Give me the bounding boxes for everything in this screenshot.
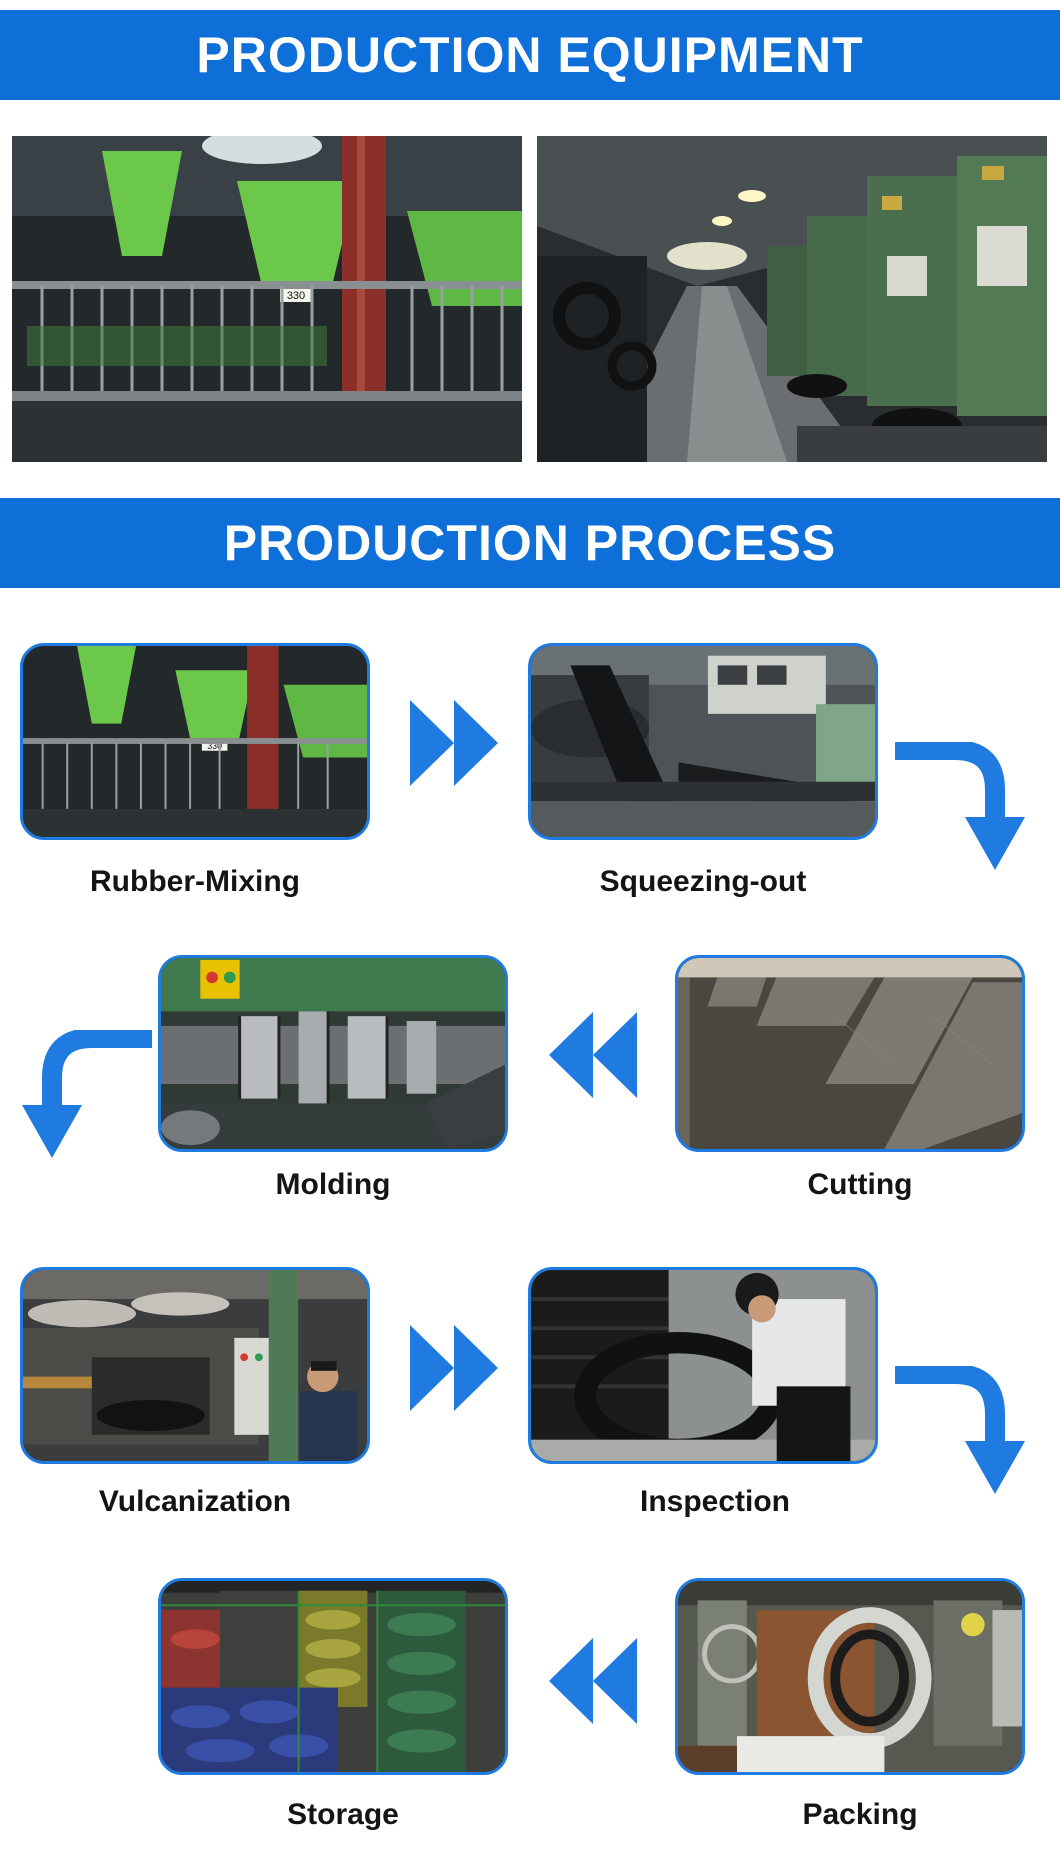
equipment-photo-mixing: 330 (12, 136, 522, 462)
equipment-title: PRODUCTION EQUIPMENT (196, 27, 864, 83)
step-card-inspection (528, 1267, 878, 1464)
svg-text:330: 330 (287, 290, 305, 302)
step-card-squeezing-out (528, 643, 878, 840)
step-label-storage: Storage (287, 1798, 399, 1831)
equipment-photo-press-line (537, 136, 1047, 462)
turn-down-right-icon (895, 742, 1025, 870)
step-label-rubber-mixing: Rubber-Mixing (90, 865, 300, 898)
double-chevron-right-icon (410, 700, 498, 786)
step-label-molding: Molding (275, 1168, 391, 1201)
step-card-storage (158, 1578, 508, 1775)
step-card-rubber-mixing: 330 (20, 643, 370, 840)
double-chevron-left-icon (549, 1638, 637, 1724)
step-card-molding (158, 955, 508, 1152)
step-label-packing: Packing (802, 1798, 918, 1831)
step-label-squeezing-out: Squeezing-out (599, 865, 807, 898)
step-card-packing (675, 1578, 1025, 1775)
double-chevron-right-icon (410, 1325, 498, 1411)
double-chevron-left-icon (549, 1012, 637, 1098)
step-label-vulcanization: Vulcanization (98, 1485, 292, 1518)
turn-down-right-icon (895, 1366, 1025, 1494)
process-banner: PRODUCTION PROCESS (0, 498, 1060, 588)
step-card-vulcanization (20, 1267, 370, 1464)
step-label-inspection: Inspection (639, 1485, 790, 1518)
step-label-cutting: Cutting (807, 1168, 913, 1201)
svg-text:330: 330 (207, 741, 222, 751)
equipment-banner: PRODUCTION EQUIPMENT (0, 10, 1060, 100)
step-card-cutting (675, 955, 1025, 1152)
turn-down-left-icon (22, 1030, 152, 1158)
process-title: PRODUCTION PROCESS (223, 515, 837, 571)
